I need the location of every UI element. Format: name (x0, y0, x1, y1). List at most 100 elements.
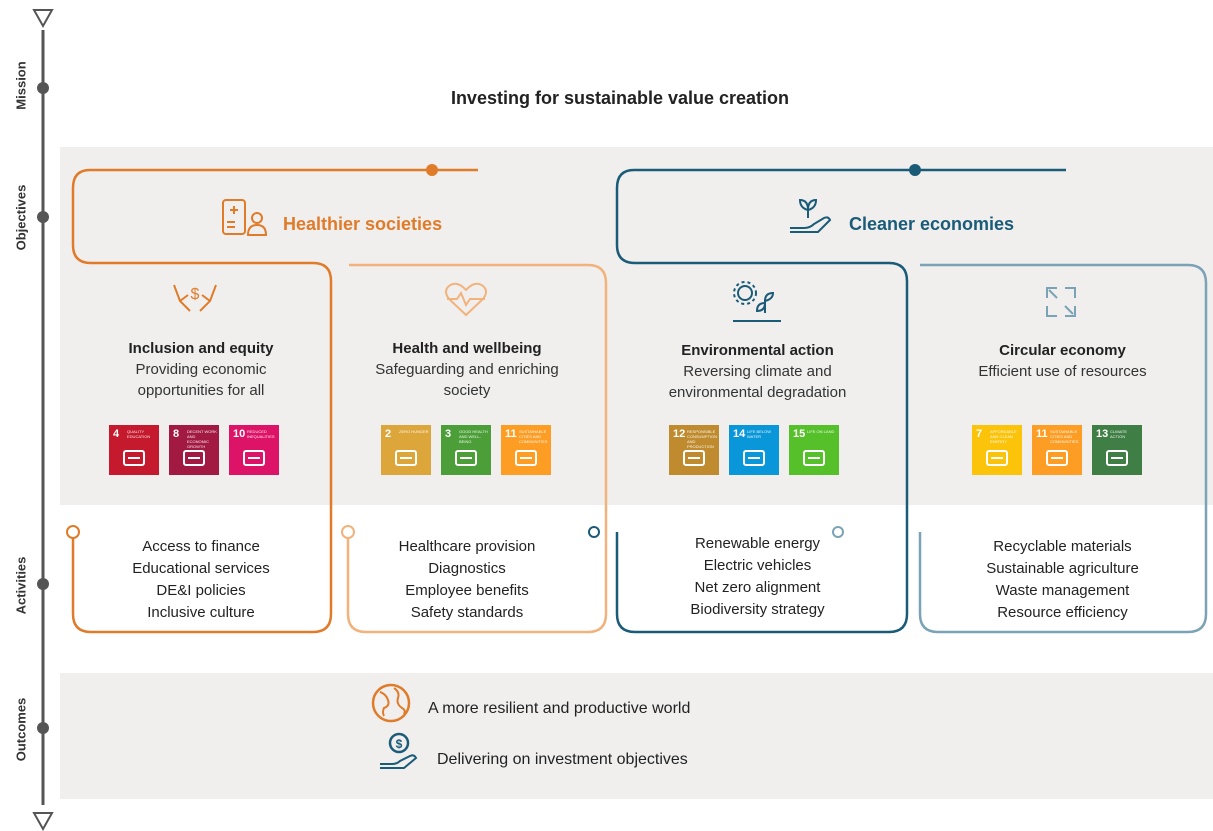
column-subtitle: Reversing climate and environmental degr… (668, 363, 847, 401)
outcomes-band (60, 673, 1213, 799)
axis-dot (37, 82, 49, 94)
sdg-label: Decent work and economic growth (187, 429, 217, 449)
sdg-goal-icon (123, 450, 145, 466)
axis-dot (37, 211, 49, 223)
sdg-number: 4 (113, 428, 120, 440)
sdg-goal-icon (1106, 450, 1128, 466)
sdg-label: Good health and well-being (459, 429, 488, 444)
activity-item: Diagnostics (428, 560, 506, 577)
sdg-number: 2 (385, 428, 392, 440)
sdg-goal-icon (515, 450, 537, 466)
sdg-row: 12Responsible consumption and production… (669, 425, 839, 475)
hand-coin-icon: $ (380, 732, 418, 769)
activity-item: Healthcare provision (398, 538, 536, 555)
sdg-number: 14 (733, 428, 746, 440)
column-title: Environmental action (681, 342, 834, 359)
sdg-tile: 8Decent work and economic growth (169, 425, 219, 475)
activity-item: Waste management (995, 582, 1130, 599)
column-title: Health and wellbeing (392, 340, 542, 357)
column-subtitle: Safeguarding and enriching society (375, 361, 559, 399)
sdg-tile: 7 Affordable and clean energy (972, 425, 1022, 475)
sdg-number: 3 (445, 428, 452, 440)
column-title: Circular economy (999, 342, 1126, 359)
column-title: Inclusion and equity (128, 340, 274, 357)
sdg-goal-icon (683, 450, 705, 466)
axis-dot (37, 722, 49, 734)
sdg-goal-icon (743, 450, 765, 466)
sdg-label: Responsible consumption and production (687, 429, 717, 449)
outcome-text: A more resilient and productive world (428, 700, 691, 717)
sdg-number: 12 (673, 428, 686, 440)
sdg-row: 4 Quality education 8Decent work and econo… (109, 425, 279, 475)
column-subtitle: Providing economic opportunities for all (135, 361, 267, 399)
sdg-label: Zero hunger (399, 429, 429, 434)
sdg-row: 2 Zero hunger 3 Good health and well-being 1… (381, 425, 551, 475)
sdg-tile: 11Sustainable cities and communities (1032, 425, 1082, 475)
sdg-row: 7 Affordable and clean energy 11Sustainabl… (972, 425, 1142, 475)
globe-icon (371, 683, 411, 723)
top-arrow-icon (32, 9, 54, 29)
sdg-goal-icon (243, 450, 265, 466)
sdg-label: Life below water (747, 429, 772, 439)
sdg-label: Life on land (807, 429, 835, 434)
column-circular: Circular economy Efficient use of resour… (945, 342, 1180, 382)
sdg-label: Quality education (127, 429, 151, 439)
sdg-label: Sustainable cities and communities (1050, 429, 1079, 444)
column-inclusion: Inclusion and equity Providing economic … (96, 340, 306, 401)
sdg-tile: 11Sustainable cities and communities (501, 425, 551, 475)
bottom-arrow-icon (32, 812, 54, 831)
sdg-number: 10 (233, 428, 246, 440)
sdg-number: 11 (1036, 428, 1048, 440)
activity-item: Sustainable agriculture (986, 560, 1139, 577)
activity-item: Electric vehicles (703, 557, 812, 574)
sdg-goal-icon (1046, 450, 1068, 466)
activity-item: Inclusive culture (147, 604, 255, 621)
gear-plant-icon (733, 281, 781, 322)
sdg-number: 11 (505, 428, 517, 440)
activity-item: Educational services (132, 560, 270, 577)
activities-band (60, 505, 1213, 670)
sdg-number: 15 (793, 428, 806, 440)
activity-item: Net zero alignment (694, 579, 821, 596)
hands-dollar-icon: $ (173, 284, 217, 312)
sdg-tile: 2 Zero hunger (381, 425, 431, 475)
svg-text:$: $ (396, 737, 403, 751)
objective-title-healthier: Healthier societies (283, 214, 443, 234)
sdg-tile: 15Life on land (789, 425, 839, 475)
sdg-label: Reduced inequalities (247, 429, 275, 439)
health-document-person-icon (222, 199, 268, 236)
sdg-tile: 14Life below water (729, 425, 779, 475)
axis-dot (37, 578, 49, 590)
svg-text:$: $ (191, 286, 200, 303)
activity-item: Safety standards (410, 604, 524, 621)
activity-item: Resource efficiency (997, 604, 1128, 621)
sdg-goal-icon (986, 450, 1008, 466)
sdg-goal-icon (183, 450, 205, 466)
column-health: Health and wellbeing Safeguarding and en… (362, 340, 572, 401)
activity-item: Employee benefits (405, 582, 529, 599)
sdg-number: 13 (1096, 428, 1109, 440)
sdg-label: Affordable and clean energy (990, 429, 1017, 444)
sdg-number: 7 (976, 428, 983, 440)
objective-title-cleaner: Cleaner economies (849, 214, 1015, 234)
activity-item: Access to finance (142, 538, 260, 555)
sdg-tile: 12Responsible consumption and production (669, 425, 719, 475)
heartbeat-icon (445, 282, 487, 317)
activity-item: Biodiversity strategy (690, 601, 825, 618)
sdg-tile: 3 Good health and well-being (441, 425, 491, 475)
sdg-label: Climate action (1110, 429, 1128, 439)
sdg-label: Sustainable cities and communities (519, 429, 548, 444)
mission-statement: Investing for sustainable value creation (450, 88, 790, 108)
column-subtitle: Efficient use of resources (978, 363, 1147, 380)
activity-item: Renewable energy (694, 535, 821, 552)
sdg-tile: 4 Quality education (109, 425, 159, 475)
outcome-text: Delivering on investment objectives (437, 751, 688, 768)
recycle-arrows-icon (1046, 287, 1076, 317)
column-environmental: Environmental action Reversing climate a… (645, 342, 870, 403)
activity-item: DE&I policies (156, 582, 246, 599)
